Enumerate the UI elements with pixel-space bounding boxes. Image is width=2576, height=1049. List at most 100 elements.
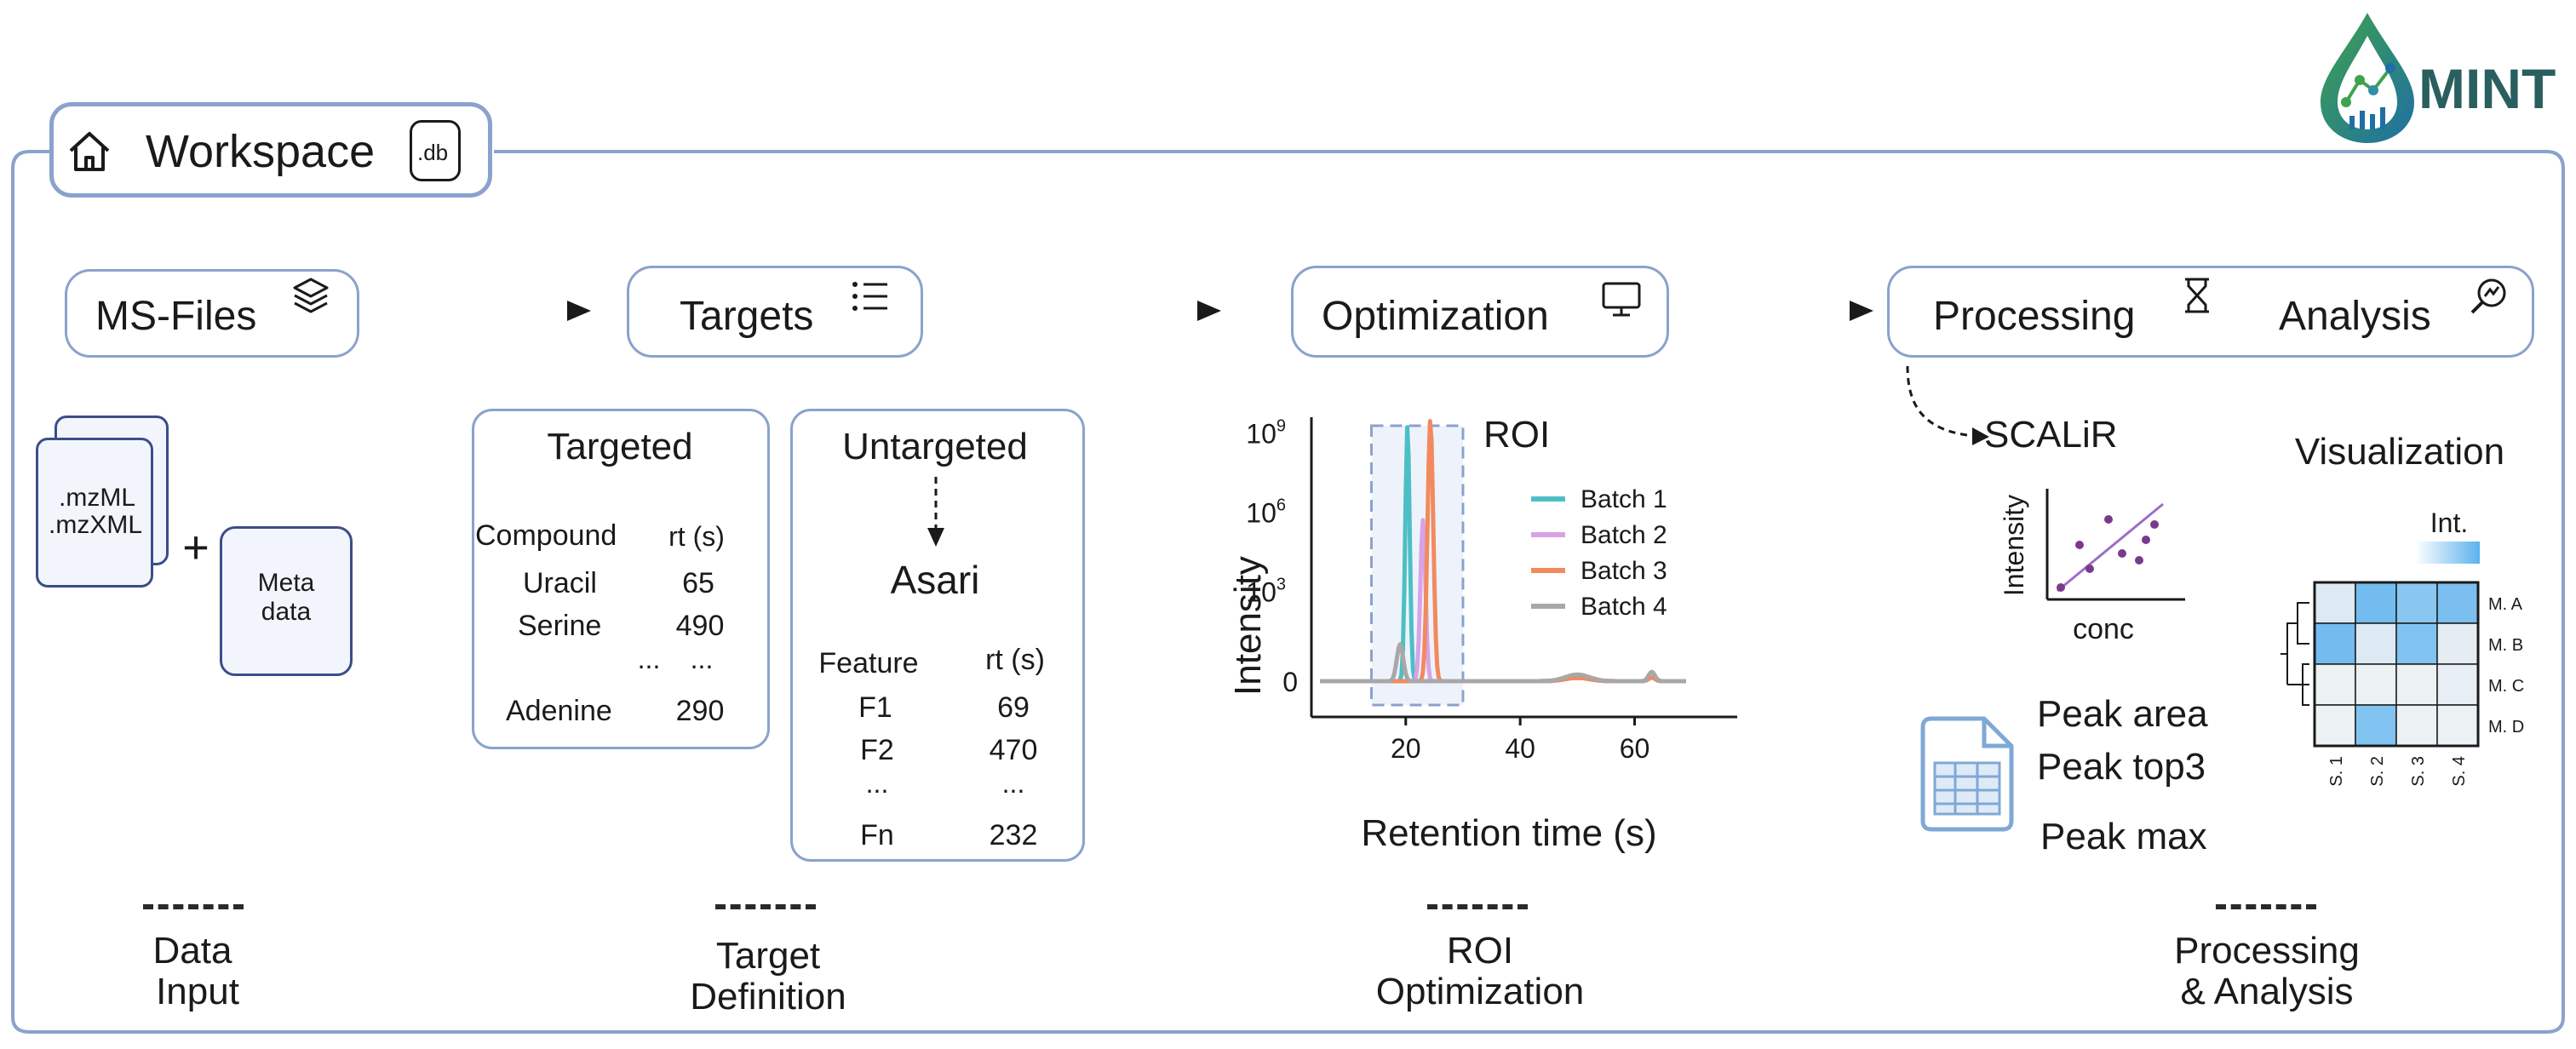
caption-dash-processing: [2216, 904, 2316, 909]
hourglass-icon: [2185, 278, 2209, 313]
untargeted-row-1-name: F1: [858, 691, 892, 724]
caption-target-line-2: Definition: [690, 976, 846, 1017]
scalir-arrow: [1906, 365, 1989, 445]
heatmap-cell: [2436, 622, 2479, 665]
targeted-title: Targeted: [547, 426, 693, 467]
heatmap-cell: [2436, 663, 2479, 706]
layers-icon: [293, 278, 329, 313]
heatmap-cell: [2355, 582, 2397, 624]
home-icon: [69, 132, 110, 171]
targeted-row-2-name: Serine: [518, 610, 602, 642]
heatmap-border: [2313, 581, 2480, 748]
scatter-point: [2118, 549, 2126, 558]
scatter-point: [2075, 541, 2084, 549]
scalir-label: SCALiR: [1984, 414, 2118, 456]
list-icon: [852, 282, 887, 311]
heatmap-cell: [2314, 663, 2356, 706]
caption-roi-line-1: ROI: [1446, 930, 1514, 972]
plus-sign: +: [182, 522, 209, 573]
targeted-header-rt: rt (s): [668, 521, 725, 552]
targeted-row-3-rt: ...: [690, 644, 714, 674]
untargeted-row-3-rt: ...: [1001, 768, 1025, 799]
heatmap-cell: [2314, 582, 2356, 624]
spreadsheet-icon: [1920, 716, 2014, 832]
stage-processing-label: Processing: [1933, 294, 2136, 339]
caption-dash-target: [715, 904, 816, 909]
heatmap-legend-label: Int.: [2430, 507, 2469, 538]
heatmap-col-label: S. 1: [2327, 756, 2346, 787]
scatter-fit-line: [2057, 502, 2164, 593]
stage-ms-files-label: MS-Files: [95, 294, 257, 339]
metadata-card: [220, 526, 353, 676]
untargeted-header-feature: Feature: [818, 647, 919, 679]
monitor-icon: [1602, 282, 1641, 317]
flow-arrow-2: [990, 301, 1221, 321]
caption-dash-data: [143, 904, 244, 909]
heatmap-row-label: M. C: [2488, 677, 2524, 696]
heatmap-col-label: S. 3: [2409, 756, 2428, 787]
legend-label-batch-1: Batch 1: [1581, 485, 1667, 513]
asari-tool: Asari: [890, 558, 980, 602]
scatter-point: [2057, 583, 2065, 592]
db-file-icon: .db: [410, 120, 461, 181]
stage-analysis-label: Analysis: [2279, 294, 2431, 339]
targeted-row-1-name: Uracil: [523, 567, 597, 599]
heatmap-cell: [2314, 704, 2356, 747]
scatter-point: [2150, 520, 2159, 529]
heatmap-cell: [2314, 622, 2356, 665]
heatmap-legend-bar: [2415, 542, 2480, 564]
heatmap-col-label: S. 4: [2450, 756, 2469, 787]
legend-label-batch-4: Batch 4: [1581, 593, 1667, 621]
caption-data-line-1: Data: [152, 930, 232, 972]
heatmap-cell: [2436, 704, 2479, 747]
file-format-mzml: .mzML: [59, 484, 135, 512]
scatter-point: [2104, 515, 2113, 524]
series-line-batch-4: [1319, 642, 1687, 684]
heatmap-dendrogram: [2281, 602, 2309, 706]
scatter-point: [2085, 565, 2094, 573]
caption-processing-line-1: Processing: [2174, 930, 2360, 972]
stage-processing-analysis[interactable]: [1887, 266, 2534, 358]
scatter-point: [2135, 556, 2143, 565]
heatmap-cell: [2395, 622, 2438, 665]
visualization-label: Visualization: [2294, 431, 2505, 473]
heatmap-cell: [2355, 622, 2397, 665]
caption-roi-line-2: Optimization: [1375, 971, 1585, 1012]
metric-peak-top3: Peak top3: [2037, 746, 2206, 788]
stage-optimization[interactable]: [1291, 266, 1669, 358]
heatmap-row-label: M. B: [2488, 636, 2523, 655]
scatter-ylabel: Intensity: [1999, 494, 2030, 597]
untargeted-row-1-rt: 69: [997, 691, 1030, 724]
caption-data-line-2: Input: [156, 971, 239, 1012]
stage-targets[interactable]: [627, 266, 923, 358]
heatmap-row-label: M. A: [2488, 595, 2523, 614]
targeted-row-1-rt: 65: [682, 567, 714, 599]
ms-file-front-icon: [36, 438, 153, 588]
chart-search-icon: [2470, 278, 2506, 314]
heatmap-cell: [2395, 704, 2438, 747]
caption-target-line-1: Target: [715, 935, 821, 977]
metadata-line-1: Meta: [257, 569, 315, 597]
workspace-tab[interactable]: Workspace .db: [49, 102, 492, 198]
targeted-header-compound: Compound: [475, 519, 617, 552]
heatmap-cell: [2355, 704, 2397, 747]
metric-peak-max: Peak max: [2040, 816, 2207, 857]
x-tick-label: 40: [1505, 733, 1535, 764]
heatmap-row-label: M. D: [2488, 718, 2524, 737]
stage-ms-files[interactable]: [65, 269, 359, 358]
untargeted-card: [790, 409, 1085, 862]
flow-arrow-3: [1727, 301, 1873, 321]
caption-processing-line-2: & Analysis: [2180, 971, 2354, 1012]
logo-text: MINT: [2418, 57, 2556, 120]
stage-optimization-label: Optimization: [1322, 294, 1549, 339]
chart-ylabel: Intensity: [1226, 556, 1269, 696]
chart-xlabel: Retention time (s): [1361, 812, 1657, 854]
scalir-scatter-plot: [2045, 489, 2185, 601]
y-tick-label: 106: [1246, 496, 1286, 529]
heatmap-cell: [2395, 663, 2438, 706]
legend-label-batch-2: Batch 2: [1581, 521, 1667, 549]
untargeted-header-rt: rt (s): [985, 644, 1045, 676]
heatmap-cell: [2395, 582, 2438, 624]
